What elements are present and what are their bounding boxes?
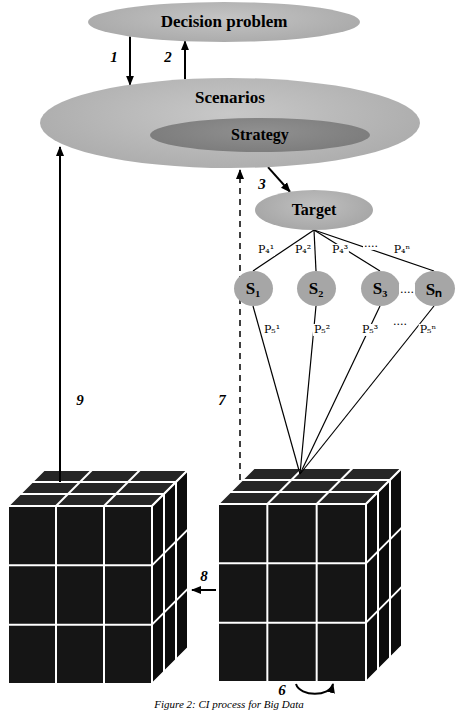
step-number: 6 [278, 682, 286, 699]
p5-line [253, 306, 300, 474]
state-circle: S₃ [361, 271, 400, 306]
cube-grid [152, 529, 188, 565]
cube-face [366, 468, 402, 682]
cube-grid [267, 468, 303, 504]
probability-label: P₄² [294, 244, 312, 256]
probability-label: P₅² [313, 324, 331, 336]
cube-grid [32, 481, 176, 483]
ellipse-node: Target [255, 190, 373, 230]
cube-grid [317, 468, 353, 504]
cube-grid [389, 480, 391, 658]
node-text: Target [292, 201, 337, 219]
probability-label: P₄¹ [257, 244, 275, 256]
cube-grid [8, 564, 152, 566]
probability-label: P₅³ [361, 324, 379, 336]
cube-grid [230, 491, 378, 493]
dashed-arrow [239, 170, 241, 480]
connector [314, 230, 380, 271]
cube-grid [163, 494, 165, 672]
step-number: 2 [164, 49, 172, 66]
cube-figure [8, 470, 188, 684]
step-number: 3 [258, 176, 266, 193]
cube-grid [218, 562, 366, 564]
connector [314, 230, 316, 271]
node-text: Sₙ [426, 277, 442, 300]
step-number: 7 [218, 392, 226, 409]
cube-grid [366, 527, 402, 563]
cube-figure [218, 468, 402, 682]
connector [129, 36, 131, 84]
cube-grid [266, 504, 268, 682]
step-number: 8 [200, 568, 208, 585]
ellipse-node: Decision problem [88, 2, 360, 42]
ellipse-node: ScenariosStrategy [40, 78, 420, 168]
cube-grid [377, 492, 379, 670]
connector [268, 167, 290, 192]
ellipsis: .... [392, 316, 408, 328]
cube-grid [103, 506, 105, 684]
ellipsis: .... [399, 284, 415, 296]
node-text: Decision problem [161, 12, 288, 32]
ellipsis: .... [363, 238, 379, 250]
cube-grid [104, 470, 140, 506]
cube-grid [152, 589, 188, 625]
probability-label: P₅¹ [263, 324, 281, 336]
node-text: Scenarios [195, 88, 265, 108]
connector [253, 230, 314, 271]
cube-grid [20, 493, 164, 495]
cube-face [218, 504, 366, 682]
node-text: S₃ [373, 279, 388, 299]
node-text: S₂ [309, 279, 324, 299]
transfer-arrow [192, 589, 216, 591]
cube-grid [242, 479, 390, 481]
cube-grid [316, 504, 318, 682]
probability-label: P₅ⁿ [419, 324, 438, 336]
cube-face [8, 506, 152, 684]
cube-grid [175, 482, 177, 660]
probability-label: P₄ⁿ [393, 244, 412, 256]
connector [314, 230, 434, 271]
cube-grid [8, 624, 152, 626]
node-text: S₁ [246, 279, 261, 299]
step-number: 1 [110, 49, 118, 66]
connector [184, 41, 186, 79]
state-circle: S₂ [297, 271, 336, 306]
cube-grid [366, 587, 402, 623]
p5-line [300, 306, 380, 474]
state-circle: Sₙ [414, 271, 455, 306]
loop-arrow [296, 684, 333, 694]
state-circle: S₁ [234, 271, 273, 306]
ellipse-node: Strategy [150, 118, 370, 152]
figure-caption: Figure 2: CI process for Big Data [154, 698, 304, 710]
cube-grid [56, 470, 92, 506]
p5-line [300, 306, 434, 474]
cube-grid [218, 622, 366, 624]
step-number: 9 [76, 392, 84, 409]
probability-label: P₄³ [331, 244, 349, 256]
node-text: Strategy [231, 126, 289, 144]
feedback-arrow [59, 147, 61, 482]
cube-grid [55, 506, 57, 684]
cube-face [152, 470, 188, 684]
